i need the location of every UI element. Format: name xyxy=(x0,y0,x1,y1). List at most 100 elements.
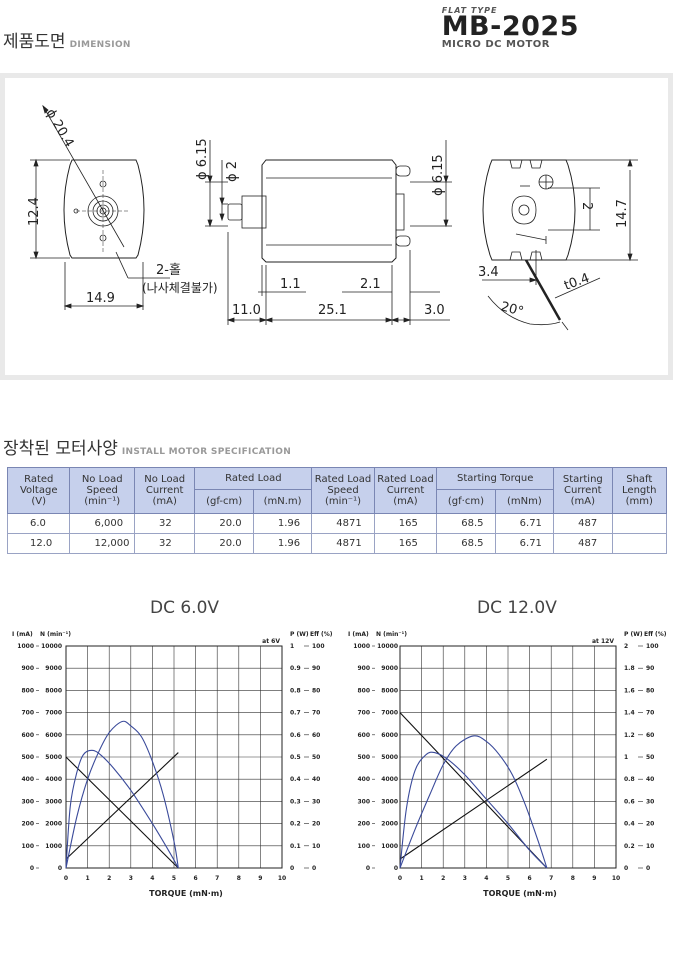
tick-label-eff: 0 xyxy=(312,865,316,872)
tick-label-x: 8 xyxy=(571,875,575,882)
tick-label-x: 9 xyxy=(592,875,596,882)
tick-label-x: 7 xyxy=(215,875,219,882)
product-name: MICRO DC MOTOR xyxy=(441,39,550,50)
tick-label-current: 1000 xyxy=(17,643,34,650)
dim-phi-6-15-shaft: ϕ 6.15 xyxy=(195,138,210,180)
series-power-line xyxy=(399,735,548,869)
tick-label-eff: 70 xyxy=(646,710,654,717)
tick-label-speed: 7000 xyxy=(45,710,62,717)
tick-label-x: 4 xyxy=(484,875,488,882)
tick-label-speed: 9000 xyxy=(381,665,398,672)
tick-label-x: 9 xyxy=(258,875,262,882)
x-axis-label: TORQUE (mN·m) xyxy=(483,889,557,898)
tick-label-speed: 2000 xyxy=(45,821,62,828)
tick-label-eff: 80 xyxy=(646,687,654,694)
tick-label-eff: 50 xyxy=(646,754,654,761)
dimension-drawing: ϕ 20.4 12.4 2-홀 (나사체결불가) 14.9 ϕ 6.15 ϕ 2… xyxy=(27,104,638,331)
tick-label-x: 5 xyxy=(172,875,176,882)
tick-label-power: 0.1 xyxy=(290,843,301,850)
th-st-gf: (gf·cm) xyxy=(436,489,496,514)
tick-label-eff: 60 xyxy=(312,732,320,739)
tick-label-power: 0.2 xyxy=(624,843,635,850)
tick-label-current: 800 xyxy=(21,687,34,694)
tick-label-x: 10 xyxy=(278,875,286,882)
tick-label-eff: 10 xyxy=(646,843,654,850)
tick-label-x: 2 xyxy=(441,875,445,882)
tick-label-eff: 90 xyxy=(312,665,320,672)
tick-label-x: 4 xyxy=(150,875,154,882)
tick-label-power: 1.6 xyxy=(624,687,635,694)
dim-phi-20-4: ϕ 20.4 xyxy=(43,107,77,151)
tick-label-current: 500 xyxy=(357,754,370,761)
dim-hole-note: 2-홀 xyxy=(156,263,181,278)
axis-header-speed: N (min⁻¹) xyxy=(376,631,407,638)
dim-12-4: 12.4 xyxy=(27,197,42,226)
tick-label-x: 0 xyxy=(398,875,402,882)
tick-label-speed: 0 xyxy=(58,865,62,872)
tick-label-power: 0.8 xyxy=(290,687,301,694)
tick-label-x: 6 xyxy=(194,875,198,882)
tick-label-speed: 4000 xyxy=(45,776,62,783)
tick-label-x: 6 xyxy=(528,875,532,882)
tick-label-speed: 8000 xyxy=(45,687,62,694)
tick-label-power: 0.2 xyxy=(290,821,301,828)
tick-label-speed: 5000 xyxy=(45,754,62,761)
dim-3-4: 3.4 xyxy=(478,265,499,280)
dim-phi-6-15-rear: ϕ 6.15 xyxy=(431,154,446,196)
tick-label-eff: 80 xyxy=(312,687,320,694)
th-starting-torque: Starting Torque xyxy=(436,467,555,490)
tick-label-current: 400 xyxy=(357,776,370,783)
tick-label-eff: 40 xyxy=(312,776,320,783)
tick-label-current: 700 xyxy=(21,710,34,717)
tick-label-eff: 70 xyxy=(312,710,320,717)
tick-label-speed: 10000 xyxy=(41,643,62,650)
tick-label-current: 600 xyxy=(357,732,370,739)
tick-label-current: 600 xyxy=(21,732,34,739)
tick-label-x: 2 xyxy=(107,875,111,882)
tick-label-speed: 0 xyxy=(394,865,398,872)
th-st-mn: (mNm) xyxy=(494,489,555,514)
tick-label-x: 1 xyxy=(420,875,424,882)
dimension-panel: ϕ 20.4 12.4 2-홀 (나사체결불가) 14.9 ϕ 6.15 ϕ 2… xyxy=(0,73,673,380)
tick-label-x: 1 xyxy=(86,875,90,882)
series-efficiency-line xyxy=(399,751,548,869)
tick-label-current: 300 xyxy=(21,798,34,805)
side-view xyxy=(205,140,452,325)
dim-2-1: 2.1 xyxy=(360,277,381,292)
th-rl-mn: (mN.m) xyxy=(252,489,313,514)
tick-label-eff: 30 xyxy=(312,798,320,805)
tick-label-speed: 4000 xyxy=(381,776,398,783)
dimension-title: 제품도면 xyxy=(3,32,66,52)
tick-label-eff: 10 xyxy=(312,843,320,850)
tick-label-current: 500 xyxy=(21,754,34,761)
series-power-line xyxy=(65,720,179,869)
dim-14-7: 14.7 xyxy=(615,199,630,228)
tick-label-speed: 3000 xyxy=(45,798,62,805)
dim-3-0: 3.0 xyxy=(424,303,445,318)
plot-frame xyxy=(399,645,617,869)
tick-label-speed: 9000 xyxy=(45,665,62,672)
axis-header-power: P (W) xyxy=(290,631,309,638)
dimension-drawing-area: ϕ 20.4 12.4 2-홀 (나사체결불가) 14.9 ϕ 6.15 ϕ 2… xyxy=(5,78,668,375)
tick-label-speed: 1000 xyxy=(45,843,62,850)
tick-label-current: 200 xyxy=(357,821,370,828)
dim-25-1: 25.1 xyxy=(318,303,347,318)
tick-label-current: 1000 xyxy=(353,643,370,650)
tick-label-eff: 40 xyxy=(646,776,654,783)
tick-label-speed: 5000 xyxy=(381,754,398,761)
tick-label-eff: 20 xyxy=(312,821,320,828)
dim-phi-2: ϕ 2 xyxy=(225,161,240,182)
tick-label-power: 0.4 xyxy=(624,821,635,828)
x-axis-label: TORQUE (mN·m) xyxy=(149,889,223,898)
tick-label-current: 900 xyxy=(357,665,370,672)
dim-11-0: 11.0 xyxy=(232,303,261,318)
tick-label-x: 5 xyxy=(506,875,510,882)
tick-label-power: 0.6 xyxy=(624,798,635,805)
